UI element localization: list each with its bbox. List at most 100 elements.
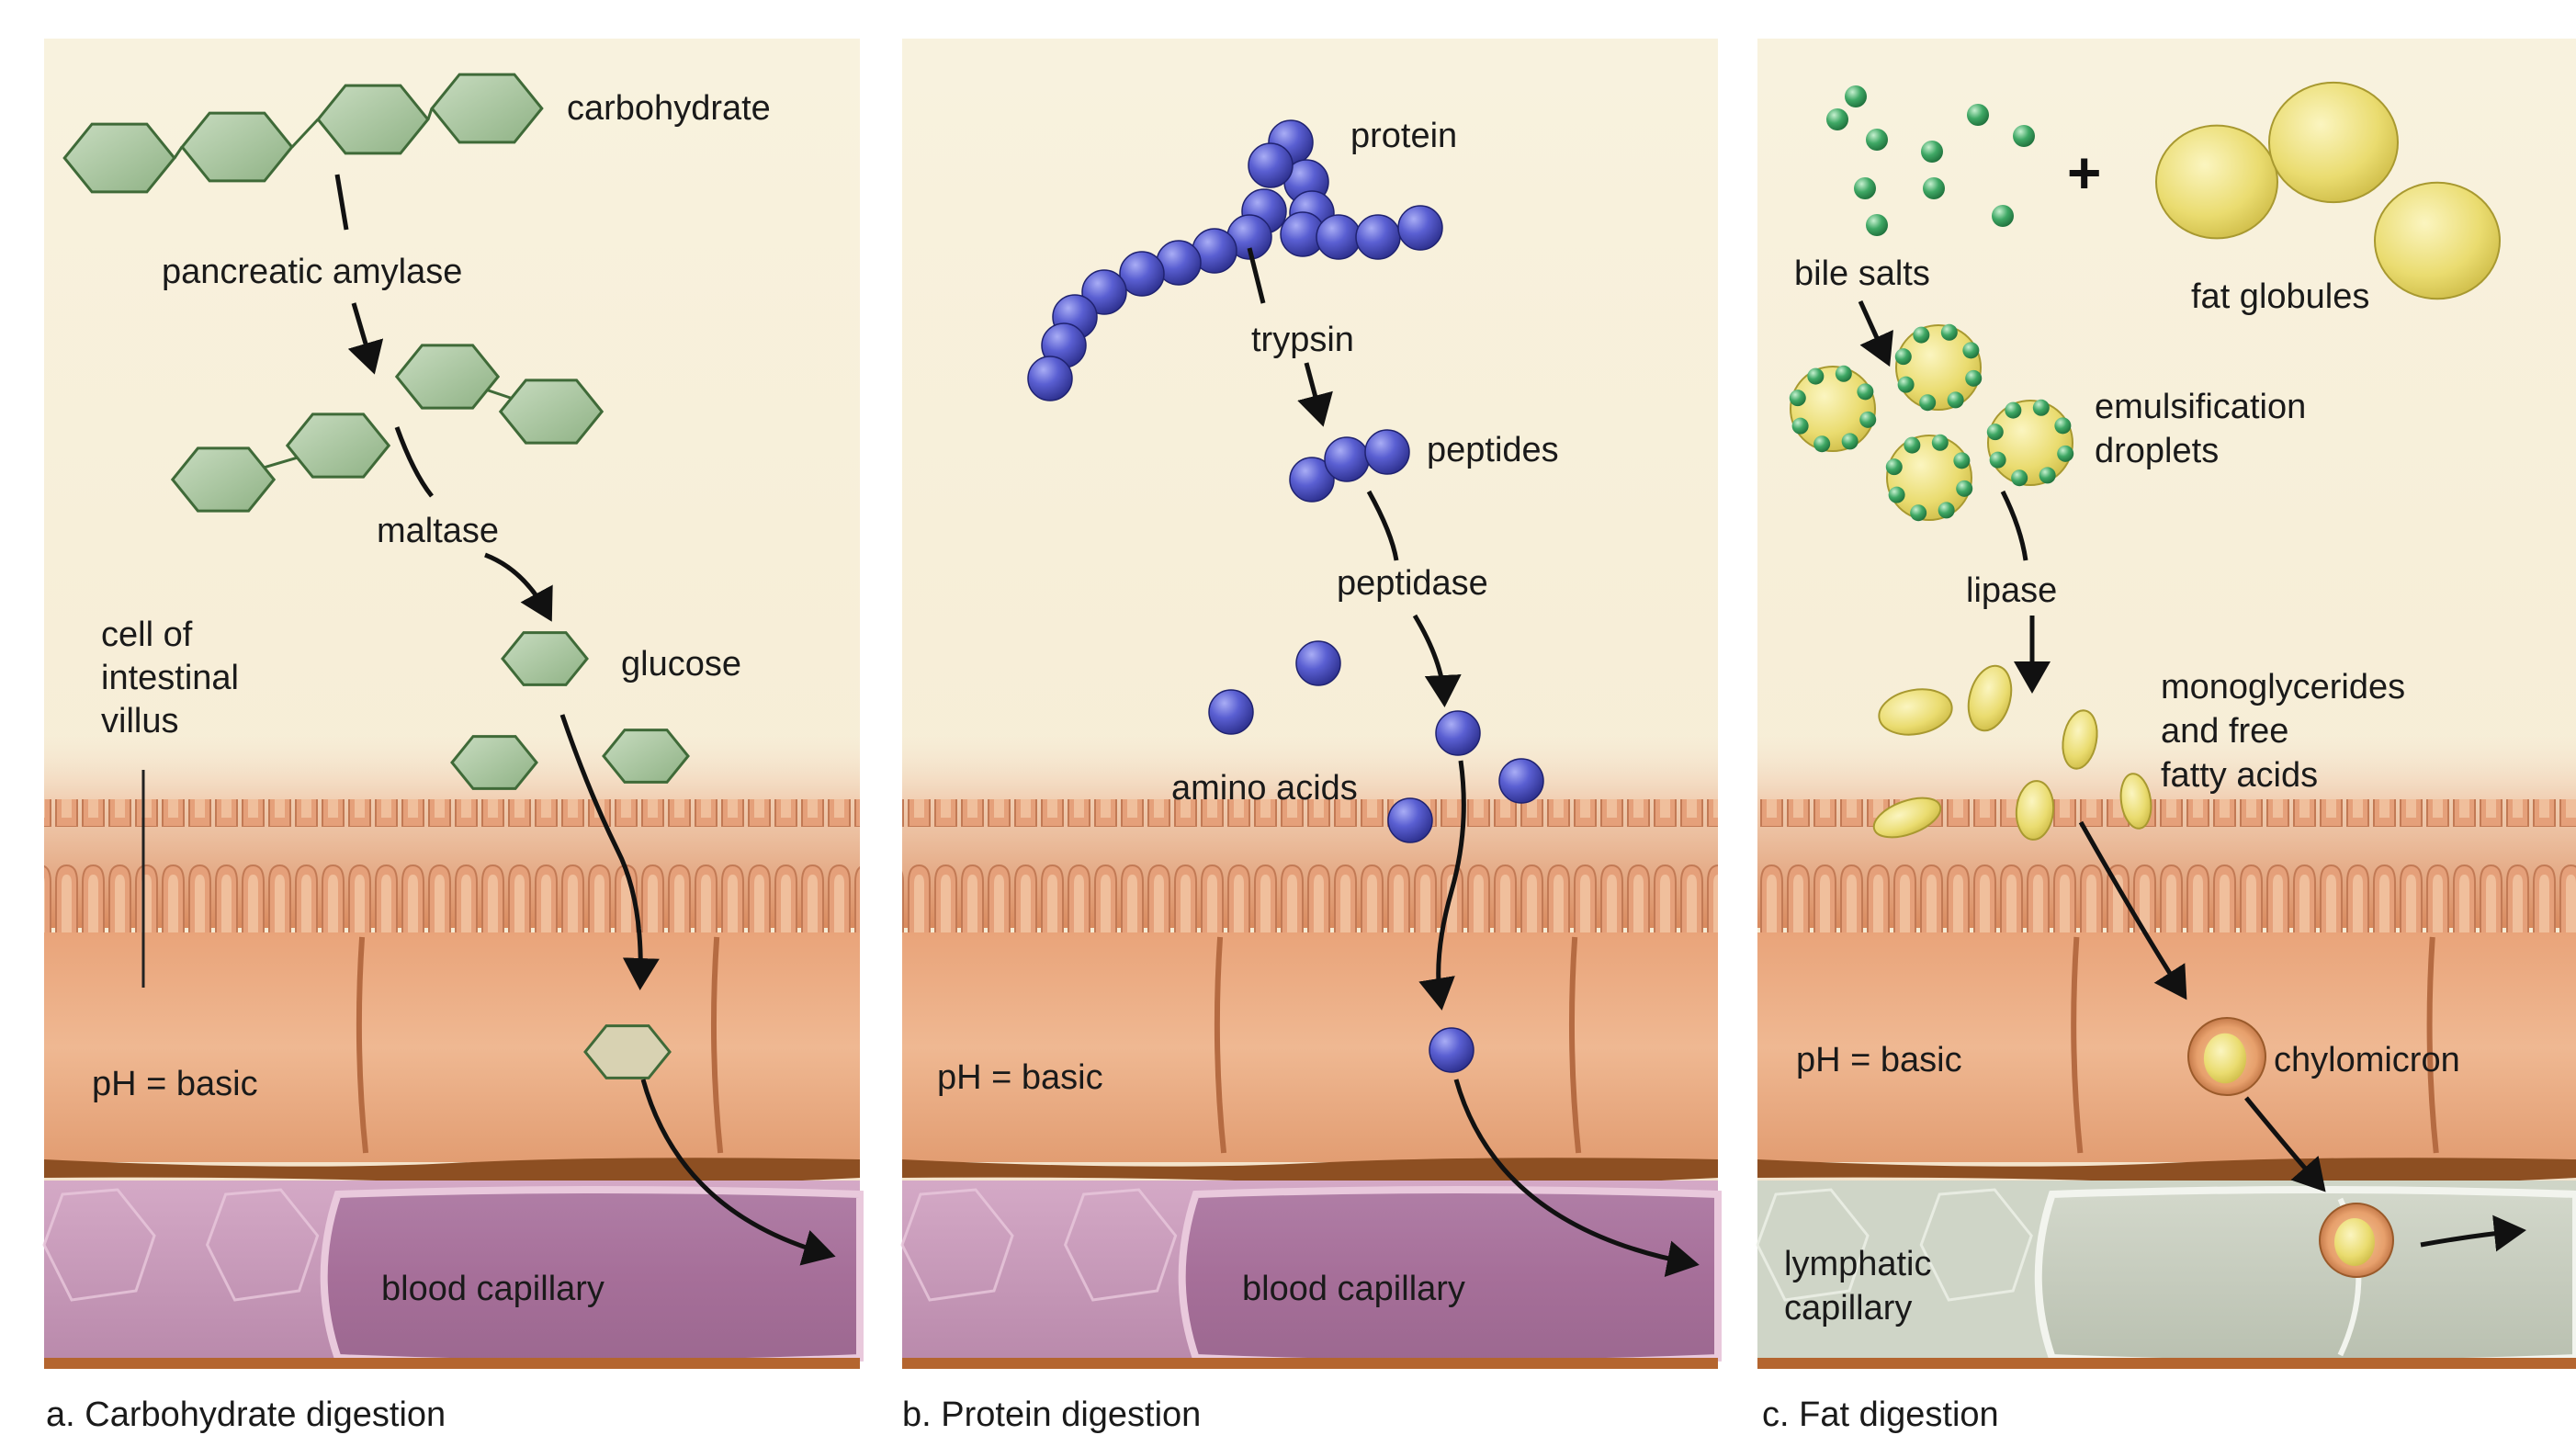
amino-acid-unit: [1081, 269, 1127, 315]
bile-salt: [2032, 399, 2050, 416]
glycosidic-bond: [173, 146, 184, 159]
amino-acid: [1429, 1027, 1474, 1073]
arrow-segment: [394, 426, 434, 498]
label-peptides: peptides: [1427, 431, 1559, 469]
bile-salt: [2057, 445, 2074, 462]
label-lymphatic-line1: lymphatic: [1784, 1245, 1932, 1283]
bile-salt: [1813, 435, 1831, 453]
tissue-cell-outline: [1063, 1188, 1178, 1302]
label-lipase: lipase: [1966, 571, 2057, 610]
sugar-ring: [430, 73, 544, 144]
chylomicrons: [2187, 1017, 2394, 1278]
cell-boundary: [710, 936, 724, 1154]
label-cell-line2: intestinal: [101, 659, 239, 697]
sugar-ring: [170, 446, 277, 513]
tissue-cell-outline: [1756, 1188, 1870, 1302]
sugar-ring: [498, 379, 604, 445]
amino-acid-unit: [1355, 214, 1401, 260]
bile-salt: [1921, 141, 1943, 163]
emulsion-droplet: [1987, 400, 2073, 486]
bile-salt: [1923, 177, 1945, 199]
caption-fat: c. Fat digestion: [1762, 1395, 1999, 1434]
bile-salt: [1866, 129, 1888, 151]
cell-boundary: [2426, 936, 2439, 1154]
label-bile-salts: bile salts: [1794, 254, 1930, 293]
sugar-ring: [180, 111, 294, 183]
fat-globule: [2155, 124, 2278, 240]
bile-salt: [1919, 394, 1937, 412]
arrow-amino-to-blood: [1453, 1079, 1700, 1277]
fat-content: + bile salts fat globules emulsification…: [1762, 81, 2526, 1434]
bottom-rim: [44, 1358, 860, 1369]
microvilli: [902, 799, 1718, 937]
arrow-lymph-flow: [2420, 1215, 2526, 1252]
microvilli: [44, 799, 860, 937]
bile-salt: [1857, 383, 1874, 401]
glucose-ring: [450, 735, 538, 790]
amino-acid-unit: [1248, 142, 1294, 188]
amino-acid-unit: [1397, 205, 1443, 251]
label-ph-fat: pH = basic: [1796, 1041, 1962, 1079]
bile-salt: [2039, 467, 2056, 484]
label-monoglycerides-line3: fatty acids: [2161, 756, 2318, 795]
arrow-amino-absorption: [1418, 760, 1466, 1011]
tissue-cell-outline: [42, 1188, 156, 1302]
amino-acid: [1498, 758, 1544, 804]
sugar-ring: [62, 122, 176, 194]
arrow-to-peptides: [1297, 362, 1333, 427]
epithelial-cells: [44, 932, 860, 1162]
bile-salt: [2005, 401, 2022, 419]
monoglyceride-droplet: [1872, 797, 1942, 839]
tissue-cell-outline: [205, 1188, 320, 1302]
monoglyceride-droplet: [2015, 780, 2055, 841]
amino-acid: [1435, 710, 1481, 756]
monoglyceride-droplet: [1967, 664, 2013, 732]
cell-boundary: [1568, 936, 1582, 1154]
peptide-chain: [1289, 429, 1410, 503]
glucose-molecules: [450, 631, 690, 1079]
cell-boundary: [356, 936, 369, 1154]
bile-salt: [1931, 434, 1949, 451]
glycosidic-bond: [426, 107, 434, 120]
bile-salt: [1938, 502, 1955, 519]
fat-globules: [2155, 81, 2501, 300]
bile-salt-molecules: [1826, 85, 2035, 236]
label-trypsin: trypsin: [1251, 321, 1354, 359]
bottom-rim: [902, 1358, 1718, 1369]
amino-acid-molecules: [1208, 640, 1544, 1073]
label-protein: protein: [1350, 117, 1457, 155]
emulsion-droplet: [1886, 435, 1972, 521]
bile-salt: [1904, 436, 1921, 454]
bile-salt: [1894, 348, 1912, 366]
label-chylomicron: chylomicron: [2274, 1041, 2460, 1079]
bile-salt: [1956, 480, 1973, 497]
cell-boundary: [2071, 936, 2084, 1154]
bile-salt: [1989, 451, 2006, 469]
bile-salt: [1866, 214, 1888, 236]
label-blood-capillary-protein: blood capillary: [1242, 1270, 1465, 1308]
bile-salt: [1841, 433, 1859, 450]
bile-salt: [2013, 125, 2035, 147]
bile-salt: [1986, 424, 2004, 441]
bile-salt: [1807, 367, 1825, 385]
bile-salt: [1947, 391, 1964, 409]
fat-globule: [2268, 81, 2399, 204]
bile-salt: [1888, 486, 1905, 503]
emulsion-droplet: [1790, 366, 1876, 452]
carb-content: carbohydrate pancreatic amylase maltase …: [46, 73, 836, 1434]
maltose-molecules: [170, 344, 604, 513]
arrow-glucose-absorption: [559, 714, 660, 990]
bile-salt: [2054, 417, 2072, 435]
glucose-ring: [602, 729, 690, 784]
arrow-segment: [2000, 490, 2028, 561]
label-cell-line1: cell of: [101, 616, 193, 654]
glycosidic-bond: [290, 118, 320, 149]
bile-salt: [1897, 376, 1915, 393]
carbohydrate-chain: [62, 73, 544, 194]
basement-membrane: [1757, 1158, 2576, 1186]
label-peptidase: peptidase: [1337, 564, 1488, 603]
amino-acid-unit: [1316, 214, 1361, 260]
label-monoglycerides-line1: monoglycerides: [2161, 668, 2405, 706]
panel-carbohydrate: [42, 39, 864, 1369]
arrow-to-maltose: [347, 302, 384, 375]
